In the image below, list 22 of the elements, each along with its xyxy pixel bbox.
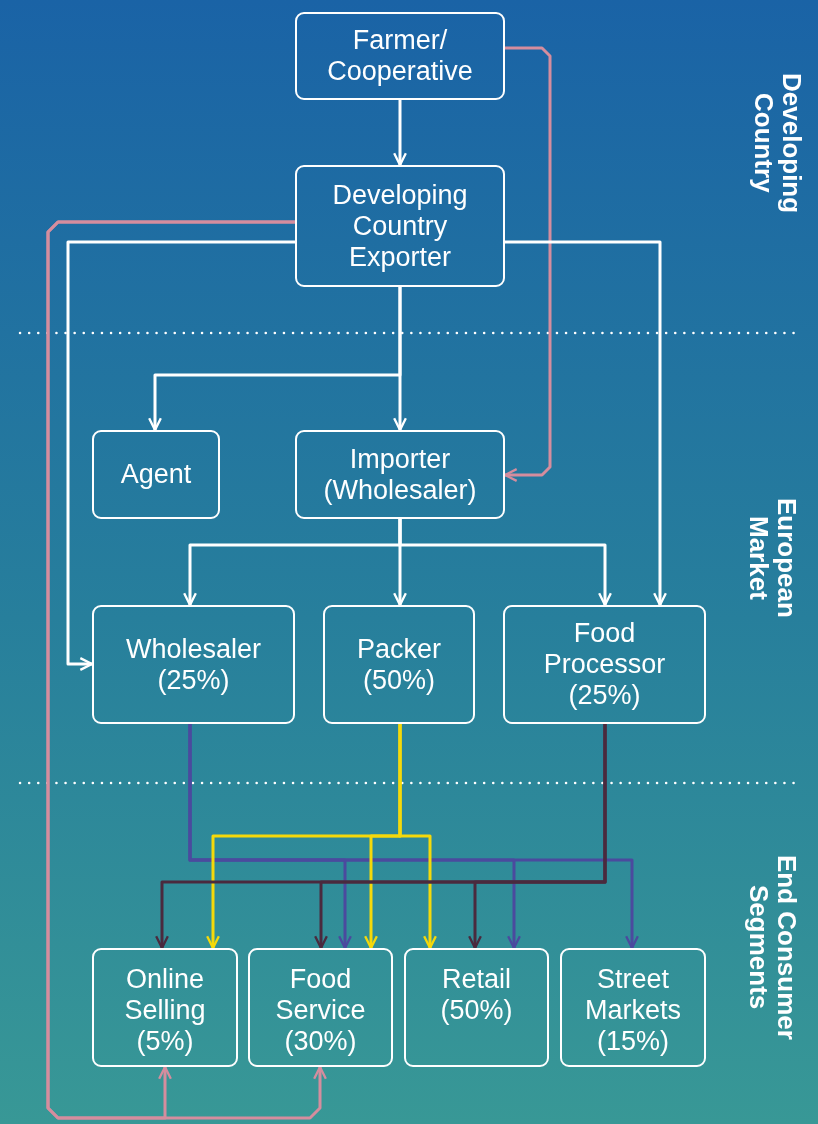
arrow: [393, 287, 407, 432]
section-label: End Consumer Segments: [745, 854, 801, 1042]
process-box: Packer (50%): [323, 605, 475, 724]
process-box: Online Selling (5%): [92, 948, 238, 1067]
arrow: [393, 100, 407, 167]
process-box: Food Processor (25%): [503, 605, 706, 724]
process-box: Food Service (30%): [248, 948, 393, 1067]
process-box: Farmer/ Cooperative: [295, 12, 505, 100]
section-label: European Market: [745, 497, 801, 620]
section-label: Developing Country: [750, 71, 806, 216]
arrow: [398, 724, 437, 950]
arrow: [468, 724, 607, 950]
process-box: Importer (Wholesaler): [295, 430, 505, 519]
process-box: Developing Country Exporter: [295, 165, 505, 287]
arrow: [503, 46, 552, 482]
process-box: Street Markets (15%): [560, 948, 706, 1067]
process-box: Wholesaler (25%): [92, 605, 295, 724]
process-box: Agent: [92, 430, 220, 519]
process-box: Retail (50%): [404, 948, 549, 1067]
arrow: [66, 240, 295, 671]
arrow: [398, 519, 612, 607]
arrow: [505, 240, 667, 607]
